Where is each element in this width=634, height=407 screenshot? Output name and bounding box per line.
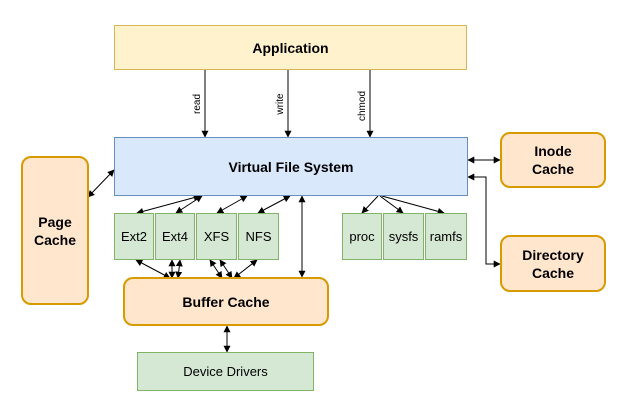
fs-nfs-label: NFS [245,229,272,244]
arrow-ext4-buffer-b [175,259,183,279]
device-drivers-label: Device Drivers [183,364,268,379]
arrow-page-cache-vfs [87,169,115,198]
fs-proc-box: proc [342,213,382,260]
arrow-vfs-directory-cache [467,173,501,268]
fs-ext2-box: Ext2 [114,213,154,260]
arrow-vfs-ramfs [381,195,445,215]
fs-ramfs-box: ramfs [425,213,467,260]
arrow-vfs-sysfs [379,195,404,214]
edge-label-read: read [192,94,203,114]
arrow-ext2-buffer [135,259,171,279]
fs-ext2-label: Ext2 [120,229,147,244]
arrow-vfs-ext4 [175,195,203,214]
vfs-label: Virtual File System [228,158,354,175]
arrow-xfs-buffer-a [209,259,223,279]
fs-sysfs-label: sysfs [388,229,419,244]
directory-cache-label: Directory Cache [522,246,584,281]
application-label: Application [252,39,329,56]
page-cache-box: Page Cache [21,156,89,305]
inode-cache-label: Inode Cache [531,143,575,177]
arrow-vfs-xfs [216,195,248,214]
fs-sysfs-box: sysfs [383,213,424,260]
fs-ramfs-label: ramfs [429,229,463,244]
edge-label-chmod: chmod [357,91,368,121]
buffer-cache-box: Buffer Cache [123,277,329,326]
buffer-cache-label: Buffer Cache [182,293,270,310]
vfs-box: Virtual File System [114,137,468,196]
page-cache-label: Page Cache [33,213,77,248]
fs-nfs-box: NFS [238,213,279,260]
edge-label-write: write [275,93,286,116]
directory-cache-box: Directory Cache [500,235,606,292]
fs-xfs-label: XFS [203,229,230,244]
arrow-xfs-buffer-b [219,259,233,279]
arrow-vfs-ext2 [136,194,201,215]
fs-ext4-box: Ext4 [155,213,195,260]
arrow-vfs-proc [361,195,379,214]
arrow-nfs-buffer [233,259,258,279]
device-drivers-box: Device Drivers [137,352,314,391]
fs-xfs-box: XFS [196,213,237,260]
application-box: Application [114,25,467,70]
fs-proc-label: proc [349,229,375,244]
fs-ext4-label: Ext4 [161,229,188,244]
arrow-vfs-nfs [257,195,291,214]
inode-cache-box: Inode Cache [500,132,606,188]
